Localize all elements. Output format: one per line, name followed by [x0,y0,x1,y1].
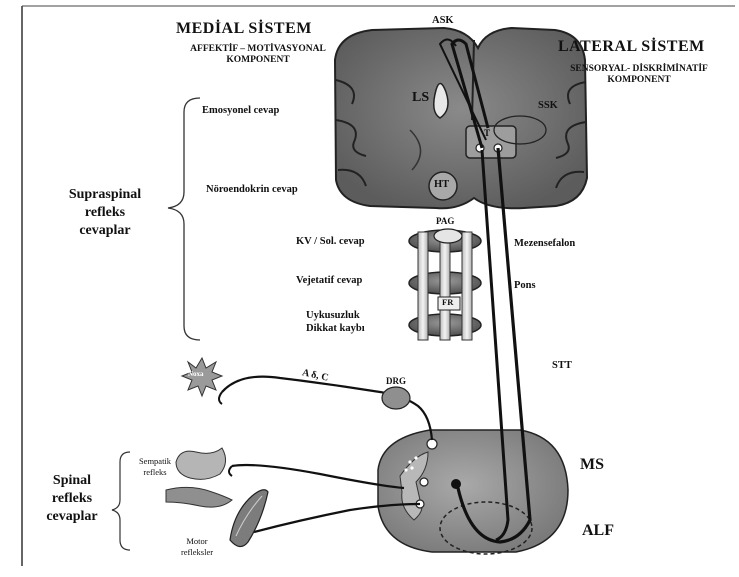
spinal-label-1: Spinal [32,472,112,489]
vegetative-response-label: Vejetatif cevap [296,275,362,286]
stt-label: STT [552,360,572,371]
brain-section [335,28,587,208]
lateral-system-title: LATERAL SİSTEM [558,38,705,56]
ms-label: MS [580,456,604,474]
ask-label: ASK [432,15,454,26]
cardiovascular-response-label: KV / Sol. cevap [296,236,365,247]
alf-label: ALF [582,522,614,540]
sympathetic-reflex-label-2: refleks [130,467,180,477]
thalamus-label: T [484,128,490,138]
supraspinal-label-2: refleks [50,204,160,221]
supraspinal-label-1: Supraspinal [50,186,160,203]
pons-label: Pons [514,280,536,291]
motor-reflex-label-1: Motor [172,536,222,546]
spinal-label-2: refleks [32,490,112,507]
insomnia-label: Uykusuzluk [306,310,360,321]
spinal-cord-section [378,430,568,554]
medial-system-subtitle-2: KOMPONENT [166,55,350,66]
emotional-response-label: Emosyonel cevap [202,105,279,116]
drg-ganglion [382,387,410,409]
neuroendocrine-response-label: Nöroendokrin cevap [206,184,298,195]
noxa-label: Noxa [188,370,204,378]
motor-reflex-label-2: refleksler [172,547,222,557]
fr-label: FR [442,297,453,307]
lateral-system-subtitle-1: SENSORYAL- DİSKRİMİNATİF [548,64,730,75]
supraspinal-brace [168,98,200,340]
mesencephalon-label: Mezensefalon [514,238,575,249]
medial-system-title: MEDİAL SİSTEM [176,20,312,38]
sympathetic-reflex-label-1: Sempatik [130,456,180,466]
attention-loss-label: Dikkat kaybı [306,323,365,334]
muscle-organ [230,490,268,547]
spinal-brace [112,452,130,550]
supraspinal-label-3: cevaplar [50,222,160,239]
brainstem-section [409,229,481,340]
ssk-label: SSK [538,100,558,111]
intestine-organ [166,487,232,507]
lateral-system-subtitle-2: KOMPONENT [548,75,730,86]
stomach-organ [176,448,226,479]
pag-label: PAG [436,216,454,226]
drg-label: DRG [386,376,406,386]
ls-label: LS [412,90,429,106]
hypothalamus-label: HT [434,179,449,190]
spinal-label-3: cevaplar [32,508,112,525]
medial-system-subtitle-1: AFFEKTİF – MOTİVASYONAL [166,44,350,55]
